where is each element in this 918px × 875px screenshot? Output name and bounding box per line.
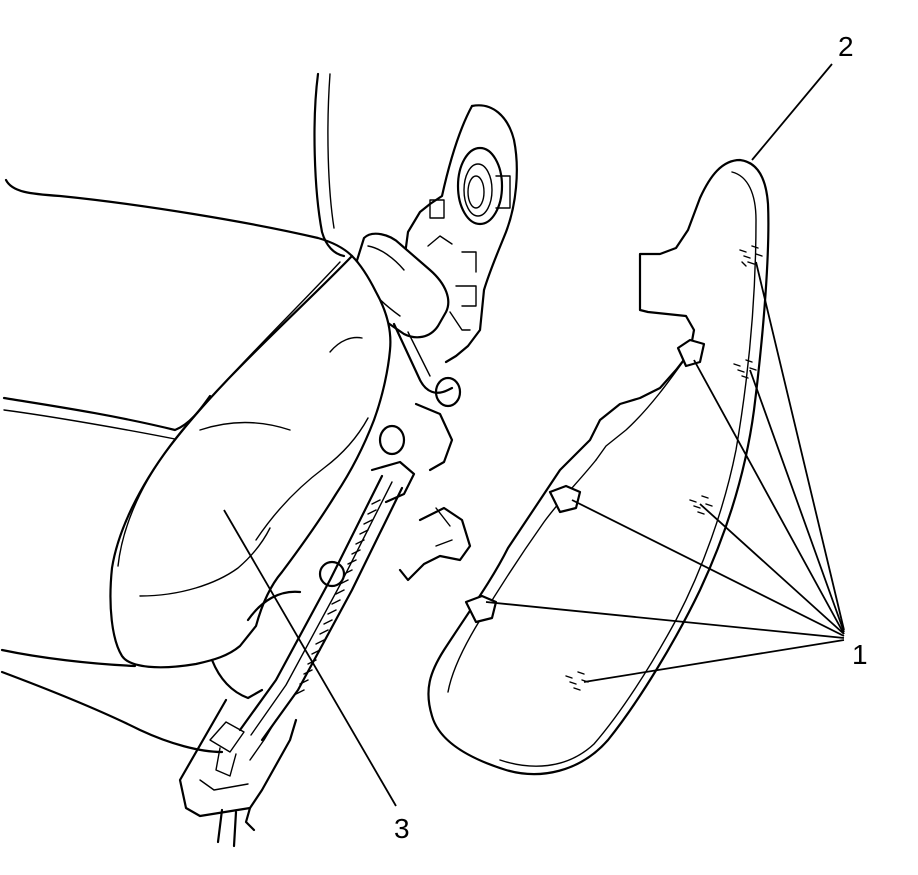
trim-panel	[427, 158, 770, 776]
recliner-mechanism	[402, 104, 518, 364]
leader-lines	[223, 63, 845, 807]
outboard-shield	[109, 254, 392, 669]
seat-back	[4, 72, 354, 258]
adjuster-spring	[295, 499, 381, 695]
clip-retainer	[565, 245, 763, 691]
callout-3: 3	[394, 813, 410, 844]
callout-1: 1	[852, 639, 868, 670]
seat-adjuster-track	[178, 376, 472, 848]
callout-2: 2	[838, 31, 854, 62]
